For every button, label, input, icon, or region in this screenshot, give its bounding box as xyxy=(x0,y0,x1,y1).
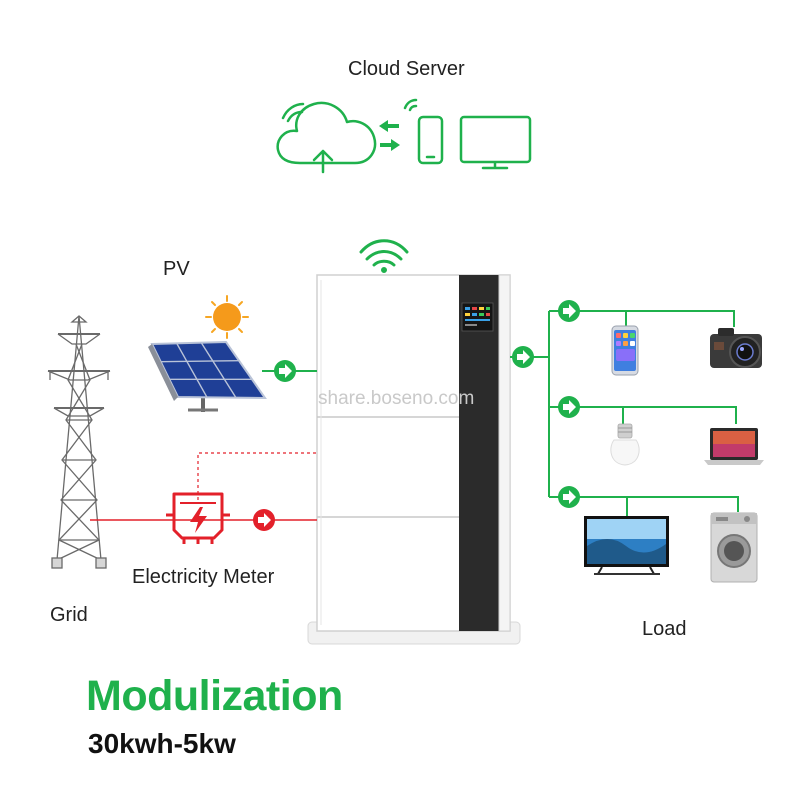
grid-label: Grid xyxy=(50,604,88,626)
sync-arrows-icon xyxy=(379,120,400,151)
laptop-icon xyxy=(704,428,764,465)
phone-icon xyxy=(403,98,444,165)
transmission-tower-icon xyxy=(47,315,111,569)
electricity-meter-label: Electricity Meter xyxy=(132,566,275,588)
camera-icon xyxy=(710,328,762,368)
pv-label: PV xyxy=(163,258,190,280)
monitor-icon xyxy=(459,115,532,170)
arrow-right-icon xyxy=(253,509,275,531)
load-bus-lines xyxy=(510,310,739,517)
arrow-right-icon xyxy=(558,486,580,508)
cloud-server-label: Cloud Server xyxy=(348,58,465,80)
headline: Modulization xyxy=(86,672,343,720)
subheadline: 30kwh-5kw xyxy=(88,728,236,759)
arrow-right-icon xyxy=(558,300,580,322)
watermark-text: share.boseno.com xyxy=(318,388,475,409)
arrow-right-icon xyxy=(274,360,296,382)
arrow-right-icon xyxy=(512,346,534,368)
light-bulb-icon xyxy=(610,423,640,466)
cloud-icon xyxy=(276,101,377,174)
tv-icon xyxy=(584,516,669,575)
electricity-meter-icon xyxy=(166,492,230,544)
wifi-icon xyxy=(359,239,409,273)
sun-icon xyxy=(205,295,249,339)
arrow-right-icon xyxy=(558,396,580,418)
load-label: Load xyxy=(642,618,687,640)
washing-machine-icon xyxy=(710,512,758,583)
smartphone-icon xyxy=(611,325,639,376)
battery-cabinet-icon xyxy=(307,274,521,645)
solar-panel-icon xyxy=(148,340,267,412)
